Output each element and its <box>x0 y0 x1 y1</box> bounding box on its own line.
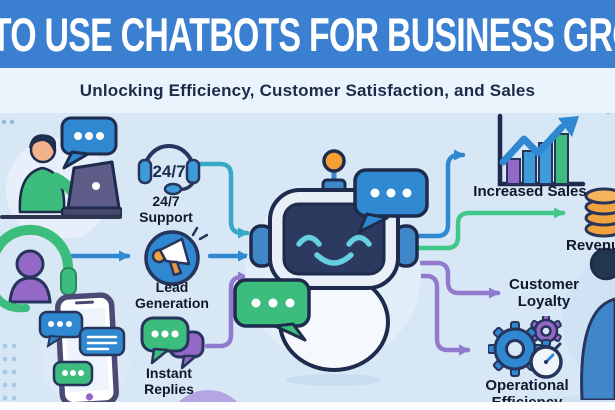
megaphone-icon <box>144 226 208 286</box>
feature-label-leadgen: Lead Generation <box>135 279 209 311</box>
robot-smile <box>314 252 354 266</box>
support-agent-icon <box>0 224 77 313</box>
badge-247: 24/7 <box>152 162 185 181</box>
arrow-support-to-bot <box>197 161 250 239</box>
arrow-bot-to-sales <box>409 149 466 239</box>
headset-247-icon: 24/7 <box>137 144 201 196</box>
person-icon <box>15 249 45 279</box>
person-at-laptop-illustration <box>0 116 122 238</box>
page-subtitle: Unlocking Efficiency, Customer Satisfact… <box>79 80 536 100</box>
subtitle-bar: Unlocking Efficiency, Customer Satisfact… <box>0 68 615 113</box>
coin-stack-icon <box>584 187 615 238</box>
chat-bubble-icon <box>62 150 90 170</box>
title-banner: HOW TO USE CHATBOTS FOR BUSINESS GROWTH <box>0 0 615 68</box>
chat-bubbles-icon <box>140 316 205 370</box>
bottom-margin <box>0 402 615 410</box>
antenna-icon <box>322 149 346 173</box>
phone-chat-illustration <box>38 292 130 408</box>
large-gear-icon <box>488 321 543 377</box>
arrow-bot-to-revenue <box>409 207 566 251</box>
gears-stopwatch-icon <box>488 316 563 379</box>
dots-decoration <box>2 343 17 401</box>
person-body <box>580 297 615 400</box>
arrow-bot-to-loyalty <box>409 260 501 299</box>
robot-eye <box>296 234 322 247</box>
stopwatch-icon <box>529 339 563 379</box>
chat-bubble-icon <box>78 326 126 357</box>
person-head <box>589 247 615 281</box>
arrow-replies-to-bot <box>204 271 250 349</box>
outcome-label-revenue: Revenue <box>566 237 615 254</box>
outcome-label-loyalty: Customer Loyalty <box>508 276 579 310</box>
growth-chart-icon <box>497 113 586 187</box>
customer-person-illustration <box>562 247 615 400</box>
page-title: HOW TO USE CHATBOTS FOR BUSINESS GROWTH <box>0 7 615 61</box>
chatbot-robot-illustration <box>233 149 429 386</box>
feature-label-replies: Instant Replies <box>144 365 194 397</box>
feature-label-support: 24/7 Support <box>139 193 193 225</box>
robot-face-screen <box>282 202 386 276</box>
robot-eye <box>346 234 372 247</box>
outcome-label-sales: Increased Sales <box>473 183 587 200</box>
arrow-bot-to-efficiency <box>409 273 471 356</box>
